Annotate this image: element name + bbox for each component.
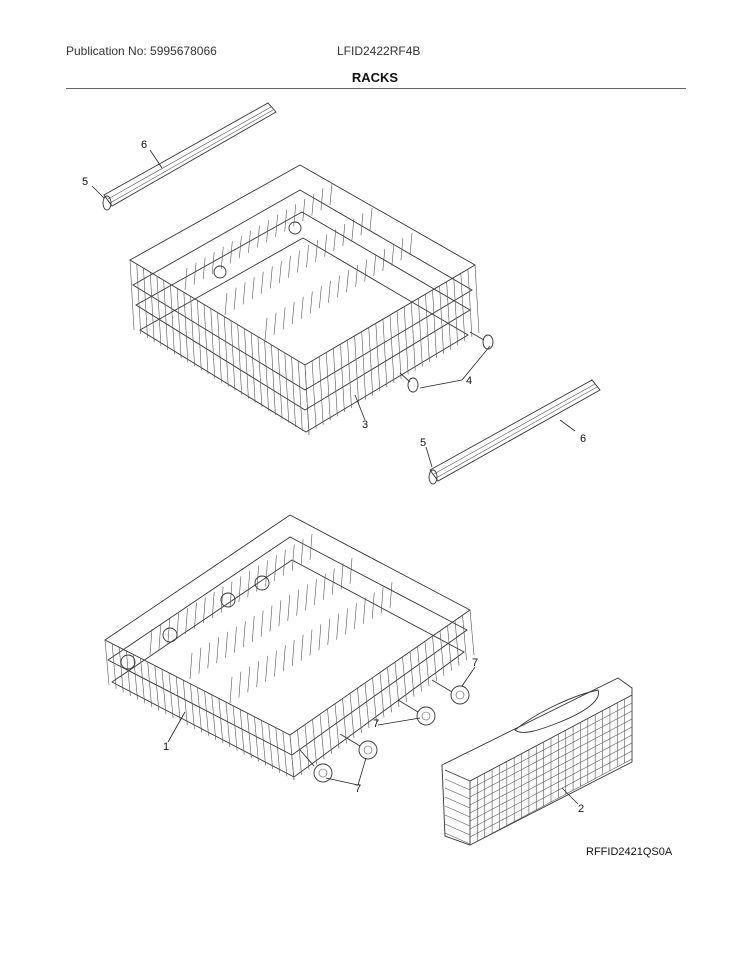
- page-title: RACKS: [351, 70, 399, 85]
- upper-rack: [129, 164, 480, 436]
- callout-1: 1: [163, 741, 169, 753]
- callout-4: 4: [466, 375, 472, 387]
- publication-number: Publication No: 5995678066: [66, 44, 217, 58]
- upper-rack-rail-right: [429, 379, 601, 482]
- rail-end-cap-left: [102, 195, 112, 211]
- callout-6-upper: 6: [141, 139, 147, 151]
- callout-3: 3: [362, 419, 368, 431]
- callout-7-middle: 7: [373, 718, 379, 730]
- leader-lines: [91, 149, 579, 805]
- callout-6-lower: 6: [580, 433, 586, 445]
- figure-code: RFFID2421QS0A: [586, 846, 673, 858]
- model-number: LFID2422RF4B: [337, 44, 421, 58]
- silverware-basket: [441, 677, 633, 846]
- callout-2: 2: [578, 803, 584, 815]
- callout-5-lower: 5: [420, 437, 426, 449]
- rail-end-cap-right: [428, 469, 438, 485]
- lower-rack: [104, 514, 475, 781]
- rack-wheel: [299, 679, 470, 783]
- callout-7-right: 7: [472, 657, 478, 669]
- header-divider: [66, 88, 686, 89]
- callout-7-bottom: 7: [355, 783, 361, 795]
- upper-rack-rail-left: [103, 102, 277, 207]
- callout-5-upper: 5: [82, 176, 88, 188]
